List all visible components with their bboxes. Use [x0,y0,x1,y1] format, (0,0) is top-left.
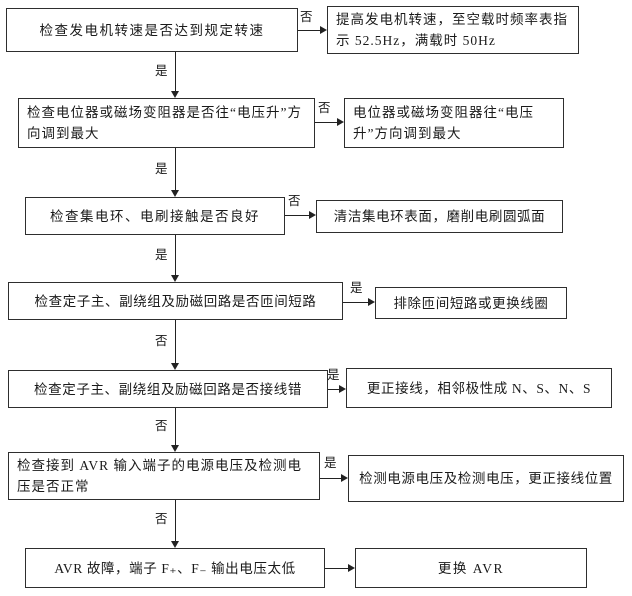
arrow-line [298,29,322,31]
arrowhead-down-icon [171,541,179,548]
arrow-right-3 [285,211,316,220]
arrow-right-1 [298,26,327,35]
action-adjust-potentiometer-box: 电位器或磁场变阻器往“电压升”方向调到最大 [344,98,564,148]
arrow-line [174,235,176,277]
arrowhead-down-icon [171,275,179,282]
arrowhead-right-icon [368,298,375,306]
arrow-down-5 [171,408,180,452]
arrow-line [320,477,343,479]
arrow-line [325,567,350,569]
arrow-line [328,388,341,390]
arrowhead-down-icon [171,91,179,98]
action-clean-slip-ring-box: 清洁集电环表面，磨削电刷圆弧面 [316,200,563,233]
arrowhead-right-icon [320,26,327,34]
arrow-line [174,320,176,365]
check-slip-ring-brush-box: 检查集电环、电刷接触是否良好 [25,197,285,235]
branch-label-yes: 是 [155,64,168,78]
branch-label-no: 否 [155,334,168,348]
arrow-right-5 [328,385,346,394]
action-replace-avr-box: 更换 AVR [355,548,587,588]
arrowhead-down-icon [171,363,179,370]
arrow-line [174,148,176,192]
arrow-down-1 [171,52,180,98]
avr-fault-box: AVR 故障，端子 F₊、F₋ 输出电压太低 [25,548,325,588]
check-wiring-error-box: 检查定子主、副绕组及励磁回路是否接线错 [8,370,328,408]
action-fix-short-circuit-box: 排除匝间短路或更换线圈 [375,287,567,319]
check-winding-short-circuit-box: 检查定子主、副绕组及励磁回路是否匝间短路 [8,282,343,320]
arrowhead-down-icon [171,190,179,197]
branch-label-no: 否 [155,419,168,433]
arrowhead-right-icon [348,564,355,572]
arrow-right-2 [315,118,344,127]
branch-label-yes: 是 [350,281,363,295]
arrow-line [174,500,176,543]
check-potentiometer-box: 检查电位器或磁场变阻器是否往“电压升”方向调到最大 [18,98,315,148]
arrowhead-down-icon [171,445,179,452]
branch-label-no: 否 [300,10,313,24]
branch-label-yes: 是 [327,368,340,382]
arrow-right-4 [343,298,375,307]
check-avr-input-voltage-box: 检查接到 AVR 输入端子的电源电压及检测电压是否正常 [8,452,320,500]
arrowhead-right-icon [341,474,348,482]
arrow-line [174,52,176,93]
arrow-down-4 [171,320,180,370]
branch-label-no: 否 [288,194,301,208]
action-raise-speed-box: 提高发电机转速，至空载时频率表指示 52.5Hz，满载时 50Hz [327,6,579,54]
branch-label-no: 否 [155,512,168,526]
arrow-line [174,408,176,447]
branch-label-no: 否 [318,101,331,115]
arrow-down-6 [171,500,180,548]
branch-label-yes: 是 [155,162,168,176]
branch-label-yes: 是 [155,248,168,262]
arrowhead-right-icon [309,211,316,219]
arrowhead-right-icon [339,385,346,393]
arrow-right-6 [320,474,348,483]
arrow-line [315,121,339,123]
arrow-down-3 [171,235,180,282]
branch-label-yes: 是 [324,456,337,470]
arrow-right-7 [325,564,355,573]
action-check-voltage-wiring-box: 检测电源电压及检测电压，更正接线位置 [348,455,624,502]
arrowhead-right-icon [337,118,344,126]
action-correct-wiring-box: 更正接线，相邻极性成 N、S、N、S [346,368,612,408]
check-generator-speed-box: 检查发电机转速是否达到规定转速 [6,8,298,52]
arrow-line [343,301,370,303]
arrow-down-2 [171,148,180,197]
arrow-line [285,214,311,216]
